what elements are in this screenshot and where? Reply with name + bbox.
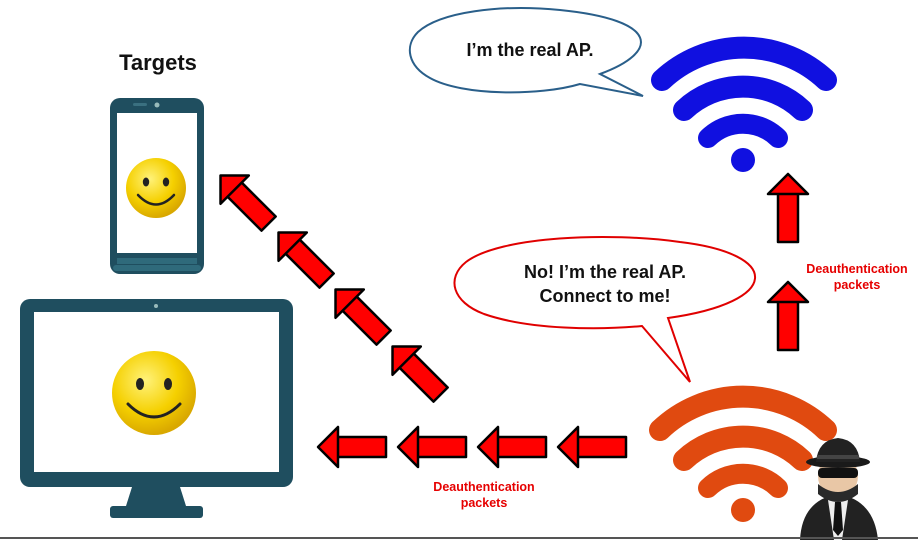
real-ap-bubble-text: I’m the real AP. [466,40,594,60]
smiley-icon [126,158,186,218]
wifi-dot [731,498,755,522]
real-ap-speech-bubble [409,7,644,97]
arrow-icon [766,172,810,244]
deauth-label-bottom: Deauthentication packets [410,479,558,511]
arrow-icon [476,425,548,469]
arrow-icon [396,425,468,469]
arrow-icon [316,425,388,469]
rogue-ap-bubble-line1: No! I’m the real AP. [523,262,687,282]
deauth-label-right-line2: packets [833,278,881,292]
deauth-label-bottom-line1: Deauthentication [433,480,535,494]
rogue-ap-bubble-text: No! I’m the real AP. Connect to me! [480,260,730,308]
arrow-icon [556,425,628,469]
arrow-icon [263,217,342,296]
wifi-icon [651,36,837,148]
arrow-icon [205,160,284,239]
rogue-ap-bubble-line2: Connect to me! [539,286,671,306]
wifi-icon [649,385,837,498]
arrow-icon [320,274,399,353]
deauth-label-bottom-line2: packets [460,496,508,510]
deauth-label-right-line1: Deauthentication [806,262,908,276]
deauth-label-right: Deauthentication packets [792,261,918,293]
wifi-dot [731,148,755,172]
arrow-icon [377,331,456,410]
deauth-arrows-left [316,425,628,469]
bottom-divider [0,537,918,539]
hacker-icon [800,438,878,540]
diagram-title: Targets [119,50,197,75]
smiley-icon [112,351,196,435]
rogue-ap-speech-bubble [453,235,756,383]
